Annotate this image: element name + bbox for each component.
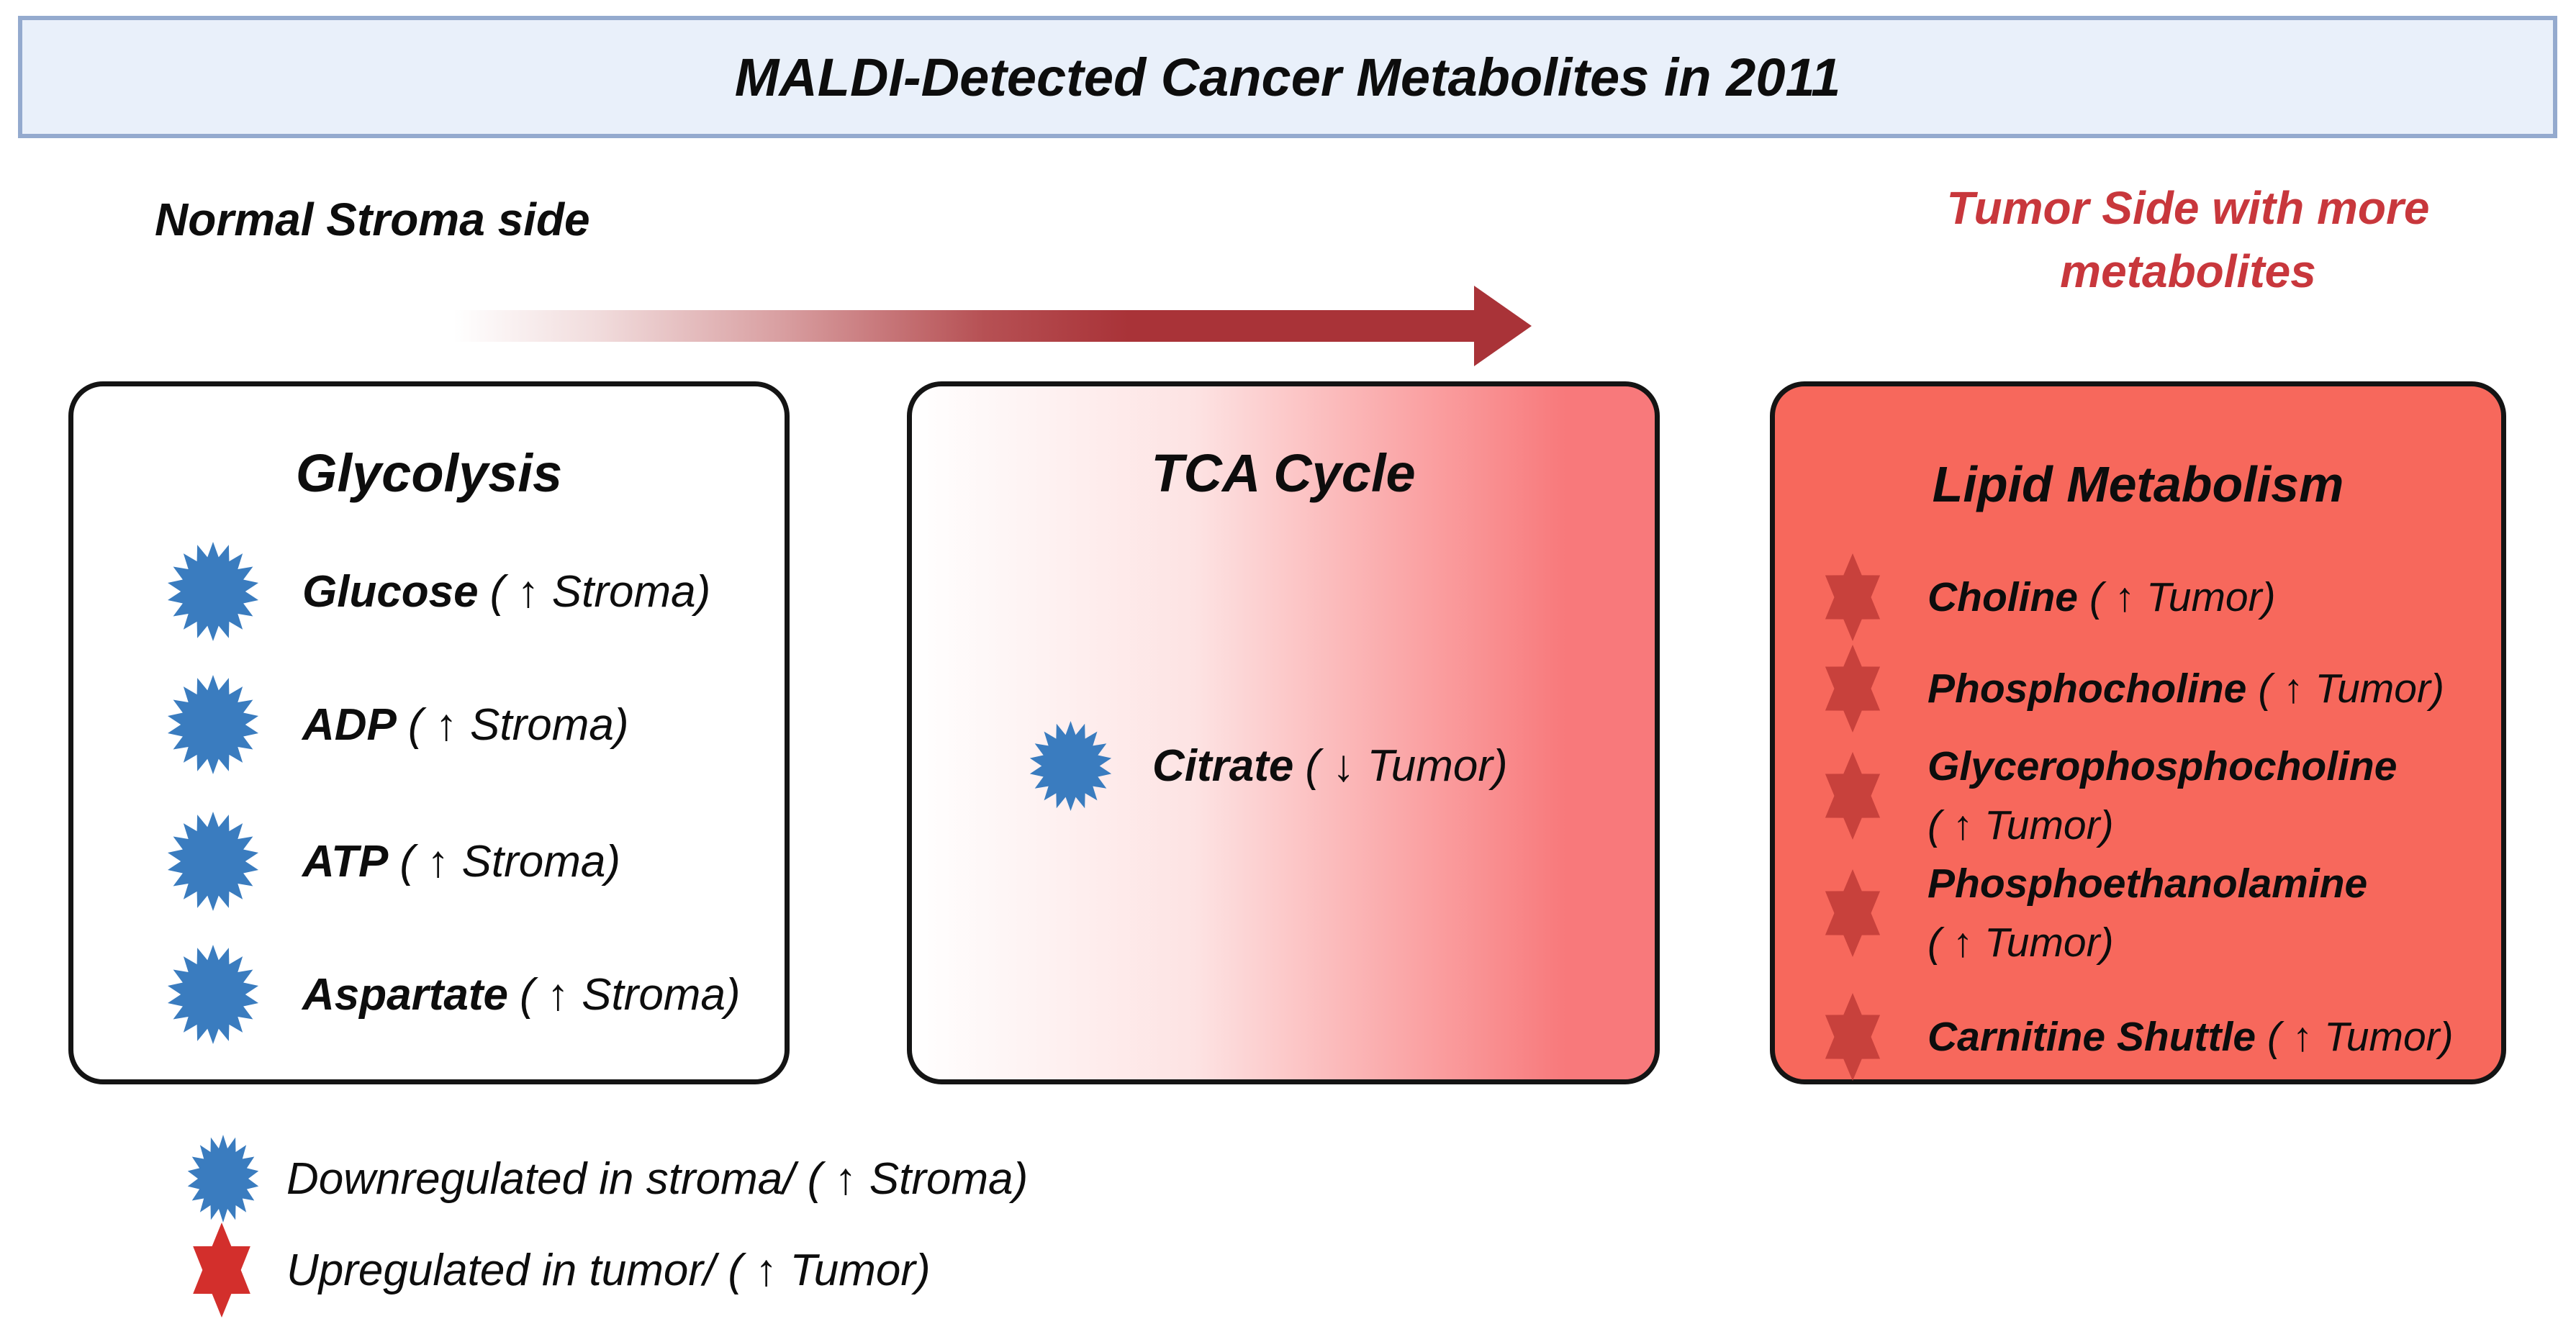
glycolysis-title: Glycolysis	[295, 443, 563, 503]
lipid-metabolism-box: Lipid Metabolism Choline( ↑ Tumor) Phosp…	[1770, 381, 2506, 1084]
glycolysis-box: Glycolysis Glucose( ↑ Stroma) ADP( ↑ Str…	[68, 381, 790, 1084]
arrow-head-icon	[1474, 286, 1532, 366]
metabolite-qualifier: ( ↑ Stroma)	[399, 836, 620, 887]
legend-item-tumor: Upregulated in tumor/ ( ↑ Tumor)	[189, 1222, 931, 1318]
tumor-side-label: Tumor Side with more metabolites	[1857, 176, 2519, 303]
metabolite-row-phosphocholine: Phosphocholine( ↑ Tumor)	[1821, 643, 2444, 733]
metabolite-name: Carnitine Shuttle	[1928, 1013, 2256, 1060]
blue-starburst-icon	[187, 1135, 259, 1223]
red-star-icon	[1825, 553, 1881, 641]
metabolite-name: Choline	[1928, 573, 2078, 620]
lipid-metabolism-title: Lipid Metabolism	[1932, 456, 2344, 512]
blue-starburst-icon	[1029, 720, 1112, 811]
metabolite-qualifier: ( ↑ Tumor)	[2258, 665, 2444, 712]
metabolite-row-choline: Choline( ↑ Tumor)	[1821, 552, 2276, 642]
blue-starburst-icon	[167, 945, 259, 1044]
title-banner: MALDI-Detected Cancer Metabolites in 201…	[18, 16, 2557, 138]
red-star-icon	[1825, 869, 1881, 957]
metabolite-name: Phosphoethanolamine	[1928, 860, 2368, 907]
metabolite-row-carnitine-shuttle: Carnitine Shuttle( ↑ Tumor)	[1821, 992, 2454, 1082]
blue-starburst-icon	[167, 542, 259, 641]
metabolite-qualifier: ( ↑ Stroma)	[489, 566, 711, 617]
metabolite-qualifier: ( ↑ Stroma)	[520, 969, 741, 1020]
metabolite-qualifier: ( ↑ Tumor)	[2089, 573, 2276, 620]
legend-label: Upregulated in tumor/ ( ↑ Tumor)	[286, 1245, 931, 1295]
metabolite-name: Aspartate	[302, 969, 508, 1020]
metabolite-name: Phosphocholine	[1928, 665, 2247, 712]
metabolite-row-phosphoethanolamine: Phosphoethanolamine ( ↑ Tumor)	[1821, 861, 2367, 966]
metabolite-name: Glucose	[302, 566, 479, 617]
tca-cycle-box: TCA Cycle Citrate( ↓ Tumor)	[907, 381, 1660, 1084]
red-star-icon	[1825, 644, 1881, 733]
tca-cycle-title: TCA Cycle	[1151, 443, 1416, 503]
metabolite-qualifier: ( ↑ Stroma)	[407, 699, 629, 750]
normal-stroma-label: Normal Stroma side	[155, 194, 590, 245]
metabolite-name: Glycerophosphocholine	[1928, 743, 2398, 789]
page-title: MALDI-Detected Cancer Metabolites in 201…	[734, 47, 1841, 107]
metabolite-row-citrate: Citrate( ↓ Tumor)	[1029, 715, 1508, 816]
legend-item-stroma: Downregulated in stroma/ ( ↑ Stroma)	[187, 1135, 1028, 1223]
metabolite-row-glucose: Glucose( ↑ Stroma)	[167, 541, 710, 642]
metabolite-name: Citrate	[1152, 740, 1294, 791]
red-star-icon	[193, 1223, 250, 1318]
metabolite-qualifier: ( ↑ Tumor)	[2267, 1013, 2454, 1060]
blue-starburst-icon	[167, 812, 259, 911]
metabolite-qualifier: ( ↑ Tumor)	[1928, 919, 2114, 966]
metabolite-row-aspartate: Aspartate( ↑ Stroma)	[167, 944, 741, 1045]
metabolite-name: ADP	[302, 699, 397, 750]
tumor-side-label-line2: metabolites	[2060, 245, 2316, 297]
legend-label: Downregulated in stroma/ ( ↑ Stroma)	[286, 1153, 1029, 1204]
metabolite-qualifier: ( ↓ Tumor)	[1305, 740, 1508, 791]
metabolite-row-atp: ATP( ↑ Stroma)	[167, 811, 620, 912]
red-star-icon	[1825, 751, 1881, 840]
blue-starburst-icon	[167, 675, 259, 774]
red-star-icon	[1825, 992, 1881, 1081]
tumor-side-label-line1: Tumor Side with more	[1946, 182, 2430, 234]
metabolite-name: ATP	[302, 836, 389, 887]
metabolite-row-adp: ADP( ↑ Stroma)	[167, 674, 629, 775]
stroma-to-tumor-arrow	[453, 310, 1475, 342]
metabolite-row-glycerophosphocholine: Glycerophosphocholine ( ↑ Tumor)	[1821, 743, 2397, 848]
metabolite-qualifier: ( ↑ Tumor)	[1928, 802, 2114, 848]
